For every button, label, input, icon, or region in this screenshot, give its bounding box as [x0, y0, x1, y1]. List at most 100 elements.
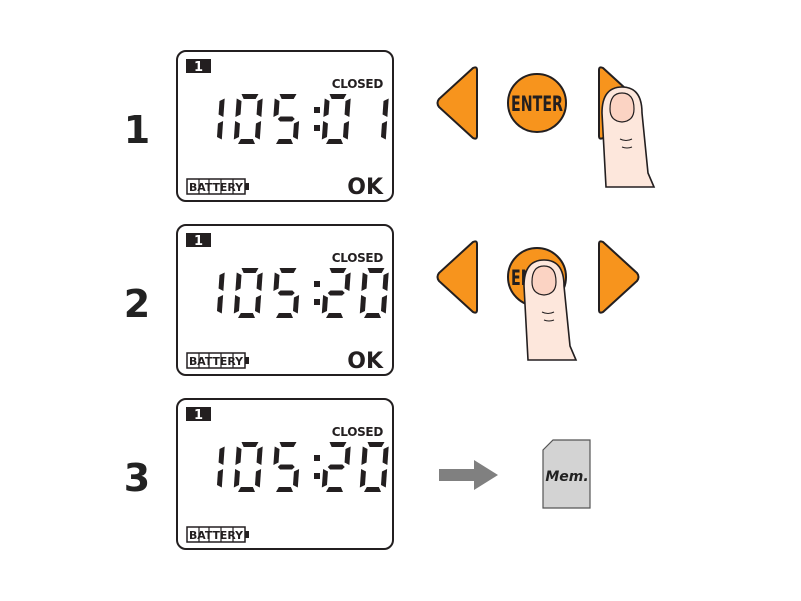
channel-number: 1	[194, 234, 203, 249]
lcd-segment	[216, 295, 224, 314]
left-triangle-icon	[436, 66, 478, 140]
lcd-segment	[367, 268, 385, 273]
lcd-segment	[359, 469, 366, 488]
lcd-digit	[359, 442, 389, 492]
status-text: CLOSED	[332, 251, 384, 265]
lcd-segment	[254, 295, 262, 314]
lcd-segment	[344, 272, 351, 291]
lcd-segment	[218, 98, 225, 117]
lcd-segment	[238, 139, 256, 144]
lcd-segment	[361, 272, 368, 291]
enter-label: ENTER	[511, 92, 563, 116]
lcd-segment	[256, 272, 263, 291]
channel-number: 1	[194, 60, 203, 75]
lcd-digit	[273, 442, 300, 492]
finger-crease	[543, 319, 555, 322]
step-number: 3	[124, 456, 150, 500]
colon-dot	[314, 107, 320, 113]
lcd-digits	[216, 268, 389, 318]
battery-tip	[245, 183, 249, 190]
battery-tip	[245, 357, 249, 364]
lcd-digit	[216, 272, 225, 314]
lcd-segment	[292, 121, 300, 140]
lcd-segment	[241, 94, 259, 99]
lcd-segment	[380, 121, 388, 140]
lcd-segment	[254, 121, 262, 140]
lcd-screen: 1CLOSED105:01BATTERYOK	[176, 50, 394, 202]
lcd-segment	[241, 442, 259, 447]
lcd-segment	[327, 464, 345, 470]
lcd-segment	[361, 446, 368, 465]
lcd-segment	[276, 487, 294, 492]
battery-label: BATTERY	[189, 356, 243, 368]
lcd-segment	[292, 295, 300, 314]
left-triangle-icon	[436, 240, 478, 314]
lcd-segment	[326, 313, 344, 318]
lcd-segment	[342, 121, 350, 140]
lcd-digits	[216, 94, 389, 144]
lcd-segment	[321, 121, 328, 140]
lcd-frame	[176, 398, 394, 550]
lcd-segment	[329, 442, 347, 447]
lcd-segment	[367, 442, 385, 447]
lcd-segment	[235, 272, 242, 291]
lcd-segment	[235, 98, 242, 117]
lcd-segment	[344, 98, 351, 117]
lcd-digit	[321, 94, 351, 144]
lcd-frame	[176, 224, 394, 376]
lcd-segment	[329, 268, 347, 273]
finger-crease	[621, 146, 633, 149]
finger-press-icon	[523, 259, 578, 361]
lcd-segment	[273, 98, 280, 117]
step-number: 2	[124, 282, 150, 326]
lcd-segment	[279, 442, 297, 447]
lcd-segment	[218, 446, 225, 465]
lcd-segment	[273, 272, 280, 291]
lcd-segment	[276, 313, 294, 318]
memory-label: Mem.	[545, 469, 588, 485]
lcd-segment	[292, 469, 300, 488]
lcd-segment	[321, 295, 328, 314]
lcd-segment	[233, 469, 240, 488]
lcd-digit	[216, 98, 225, 140]
status-text: CLOSED	[332, 77, 384, 91]
colon-dot	[314, 125, 320, 131]
lcd-segment	[276, 139, 294, 144]
lcd-segment	[241, 268, 259, 273]
lcd-segment	[323, 98, 330, 117]
lcd-digit	[359, 268, 389, 318]
channel-badge	[186, 59, 211, 73]
lcd-segment	[380, 469, 388, 488]
channel-badge	[186, 407, 211, 421]
lcd-segment	[218, 272, 225, 291]
fingernail	[609, 92, 635, 123]
battery-tip	[245, 531, 249, 538]
lcd-digit	[233, 442, 263, 492]
lcd-digit	[273, 94, 300, 144]
lcd-digit	[321, 442, 351, 492]
lcd-segment	[380, 295, 388, 314]
colon-dot	[314, 299, 320, 305]
lcd-segment	[277, 116, 295, 122]
lcd-segment	[364, 487, 382, 492]
battery-label: BATTERY	[189, 530, 243, 542]
lcd-segment	[364, 313, 382, 318]
lcd-segment	[277, 290, 295, 296]
step-number: 1	[124, 108, 150, 152]
lcd-segment	[235, 446, 242, 465]
lcd-digit	[273, 268, 300, 318]
lcd-digit	[216, 446, 225, 488]
battery-indicator: BATTERY	[186, 352, 249, 369]
colon-dot	[314, 281, 320, 287]
right-arrow-icon	[439, 460, 498, 490]
status-text: CLOSED	[332, 425, 384, 439]
lcd-frame	[176, 50, 394, 202]
lcd-segment	[238, 487, 256, 492]
round-enter-button-icon	[507, 73, 567, 133]
lcd-digit	[233, 268, 263, 318]
lcd-segment	[326, 139, 344, 144]
lcd-segment	[233, 121, 240, 140]
lcd-segment	[382, 98, 389, 117]
finger-crease	[541, 311, 555, 314]
